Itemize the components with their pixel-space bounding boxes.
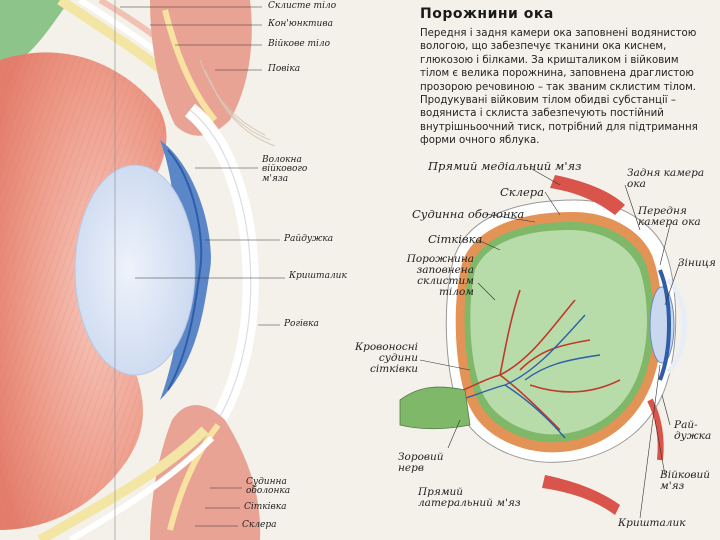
label-conjunctiva: Кон'юнктива [268, 19, 333, 29]
label-cornea-left: Рогівка [284, 319, 319, 329]
lateral-rectus-muscle [542, 475, 620, 515]
label-lens-left: Кришталик [289, 271, 347, 281]
label-ciliary-fibers: Волокна війкового м'яза [262, 155, 308, 184]
label-anterior-chamber: Передня камера ока [638, 205, 701, 229]
page-title: Порожнини ока [420, 6, 554, 22]
left-lens [74, 164, 196, 376]
label-retinal-vessels: Кровоносні судини сітківки [355, 341, 418, 376]
right-eyeball [399, 175, 687, 515]
label-retina-left: Сітківка [244, 502, 287, 512]
upper-eyelid [150, 0, 252, 136]
label-lens-right: Кришталик [618, 517, 686, 529]
label-optic-nerve: Зоровий нерв [398, 451, 444, 475]
label-lateral-rectus: Прямий латеральний м'яз [418, 486, 521, 510]
label-ciliary-muscle-right: Війковий м'яз [660, 469, 711, 493]
left-vitreous [0, 0, 70, 70]
label-choroid-right: Судинна оболонка [412, 207, 525, 221]
label-ciliary-body: Війкове тіло [268, 39, 331, 49]
label-retina-right: Сітківка [428, 232, 483, 246]
label-iris-left: Райдужка [284, 234, 334, 244]
label-sclera-left: Склера [242, 520, 277, 530]
label-vitreous-cavity: Порожнина заповнена склистим тілом [406, 253, 474, 299]
description-paragraph: Передня і задня камери ока заповнені вод… [420, 28, 698, 147]
label-medial-rectus: Прямий медіальний м'яз [428, 159, 582, 173]
optic-nerve [399, 386, 471, 430]
label-iris-right: Рай- дужка [674, 419, 712, 443]
medial-rectus-muscle [550, 175, 625, 215]
label-vitreous-body: Склисте тіло [268, 1, 337, 11]
label-eyelid: Повіка [268, 64, 301, 74]
label-pupil: Зіниця [678, 257, 716, 269]
label-choroid-left: Судинна оболонка [246, 477, 291, 497]
label-posterior-chamber: Задня камера ока [627, 167, 705, 191]
label-sclera-right: Склера [500, 185, 545, 199]
